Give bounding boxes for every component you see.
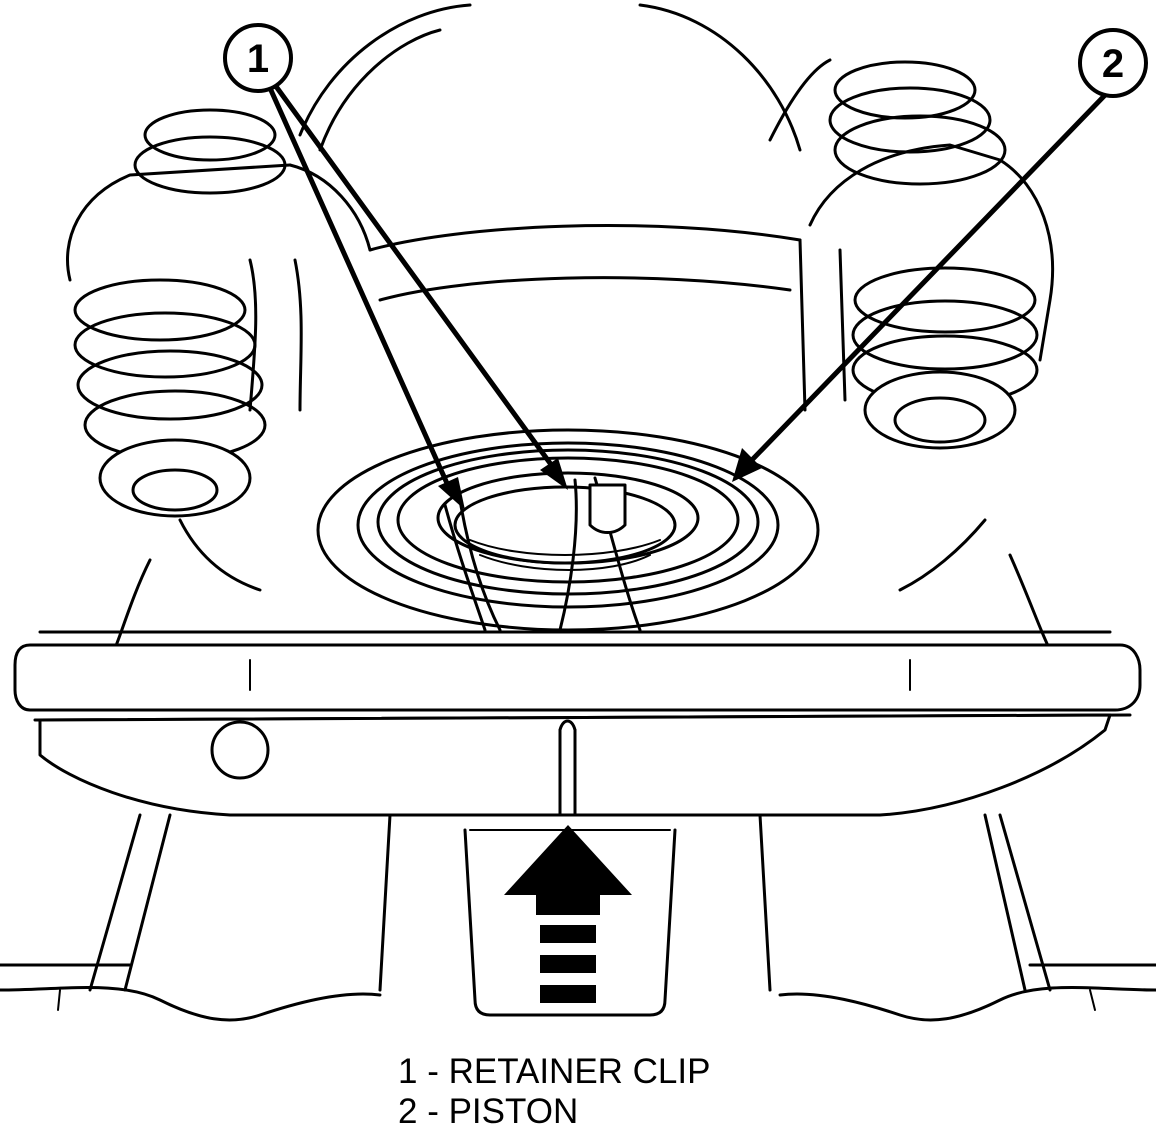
caliper-housing (66, 3, 1055, 662)
callout-2-number: 2 (1102, 42, 1124, 86)
brake-pad (13, 630, 1142, 817)
legend-item-retainer-clip: 1 - RETAINER CLIP (398, 1052, 711, 1091)
push-direction-arrow (504, 825, 632, 1003)
legend-item-piston: 2 - PISTON (398, 1092, 579, 1131)
callout-1: 1 (223, 23, 293, 93)
callout-2: 2 (1078, 28, 1148, 98)
left-pin-boot (73, 108, 287, 518)
callout-1-leaders (267, 82, 568, 510)
piston (453, 485, 677, 571)
retainer-clip (443, 476, 642, 632)
caliper-lower-body (0, 813, 1156, 1022)
callout-1-number: 1 (247, 37, 269, 81)
legend: 1 - RETAINER CLIP 2 - PISTON (398, 1052, 710, 1132)
callout-2-leader (732, 89, 1111, 482)
right-pin-boot (828, 60, 1039, 450)
